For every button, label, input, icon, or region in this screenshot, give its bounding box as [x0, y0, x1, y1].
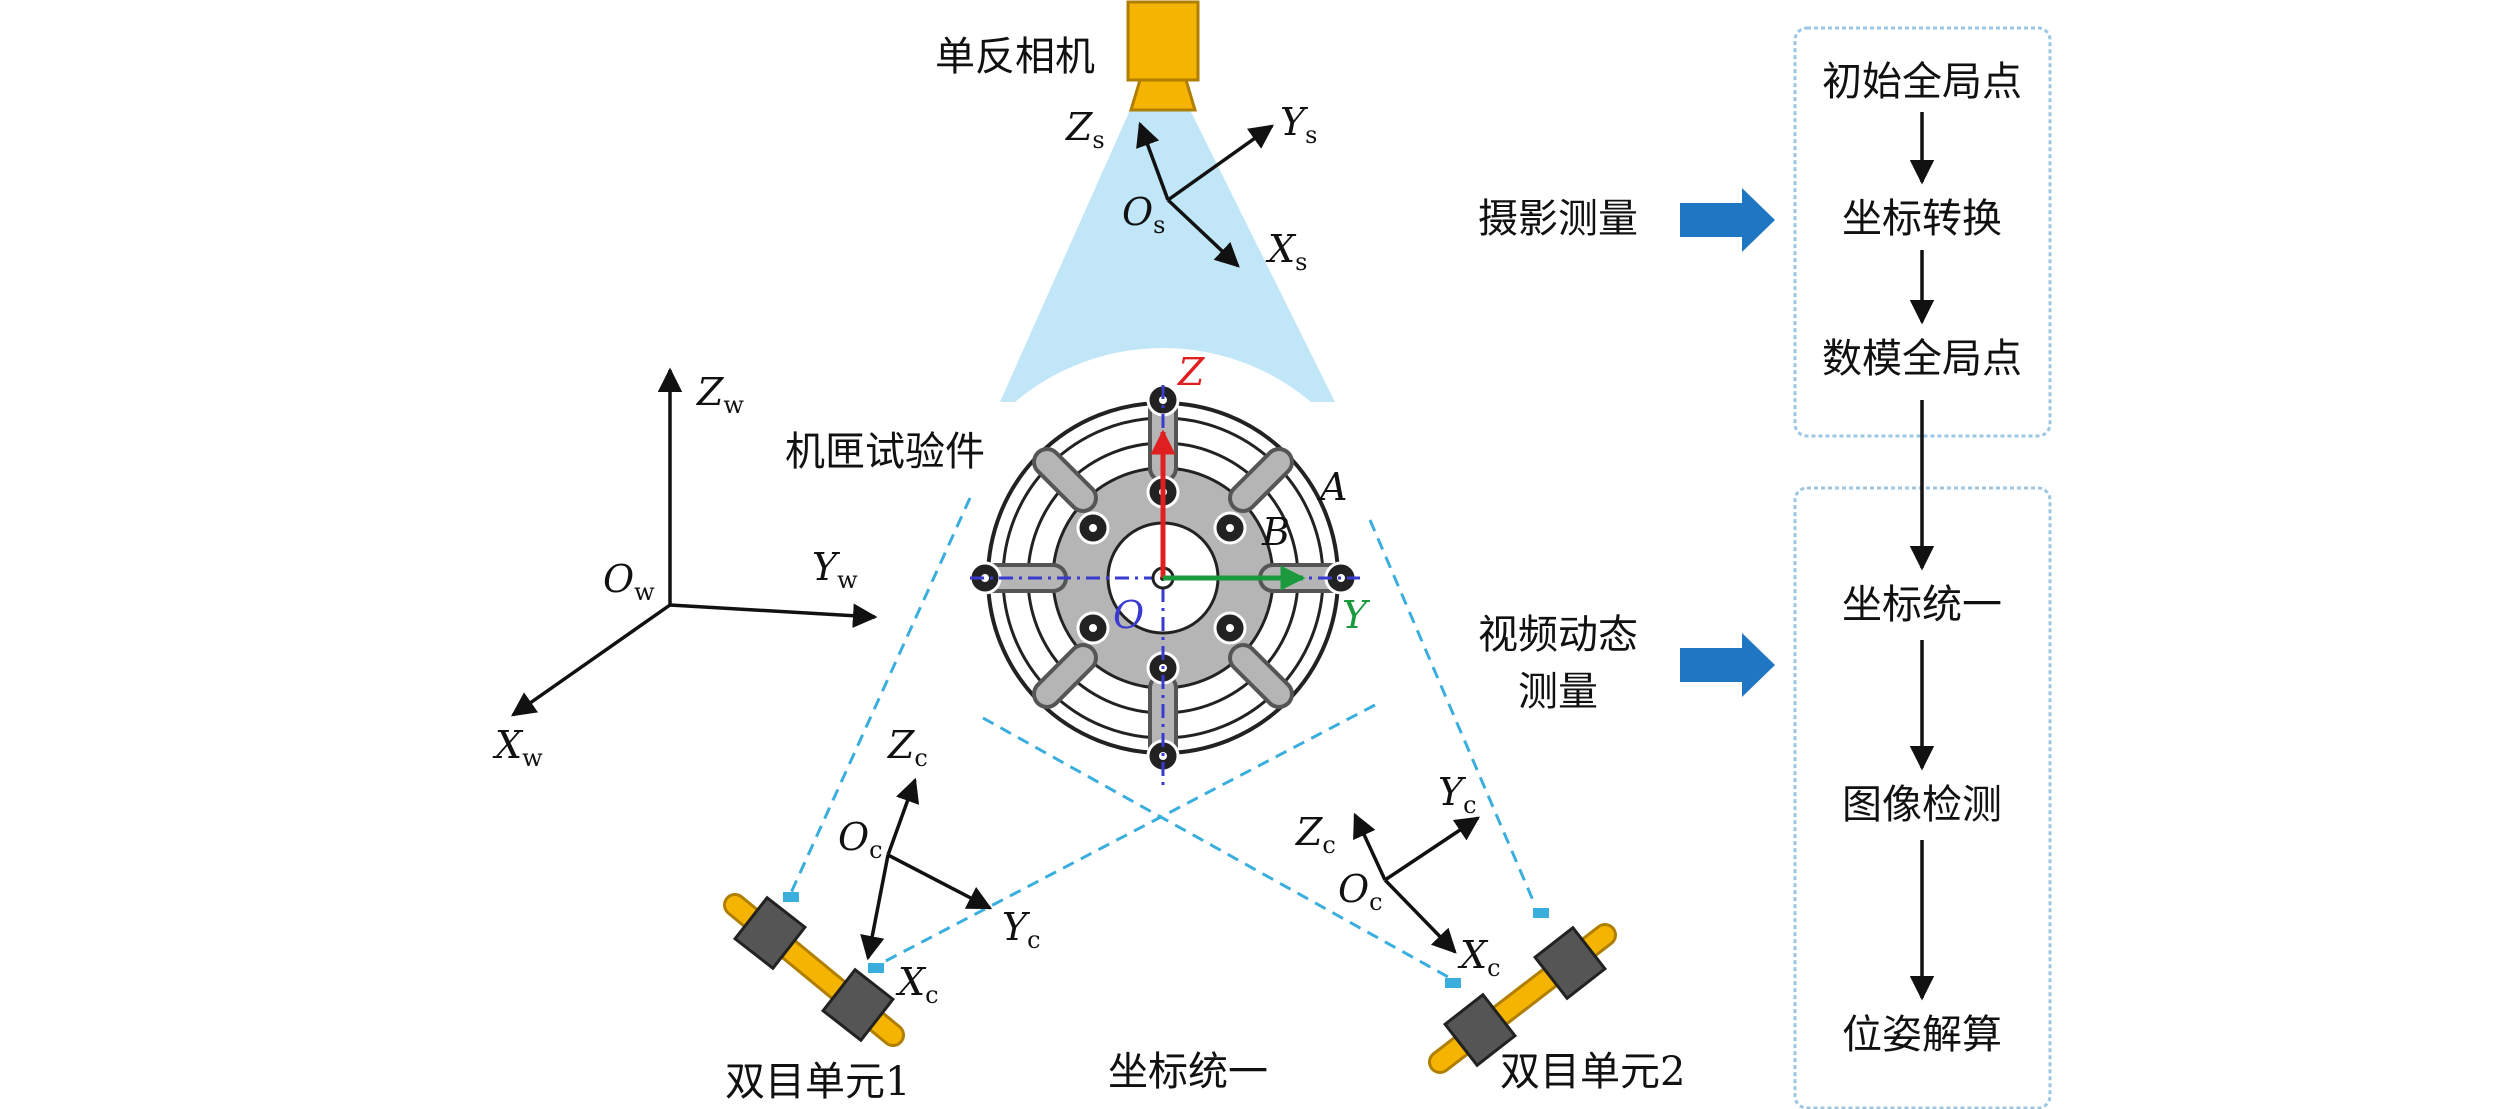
coord-unify-bottom-label: 坐标统一 — [1108, 1049, 1268, 1095]
binocular-2-axis-z: Zc — [1295, 810, 1336, 859]
camera-frame — [1136, 121, 1274, 268]
flow-step-coord-transform: 坐标转换 — [1842, 196, 2002, 242]
camera-label: 单反相机 — [935, 34, 1095, 80]
binocular-1-axis-y: Yc — [1002, 905, 1041, 954]
flow-step-pose-solving: 位姿解算 — [1842, 1012, 2002, 1058]
world-origin: Ow — [603, 557, 655, 606]
camera-fov-cone — [1000, 110, 1335, 402]
slr-camera — [1126, 0, 1200, 112]
world-axis-y: Yw — [812, 545, 858, 594]
specimen-label: 机匣试验件 — [785, 429, 985, 475]
binocular-1-label: 双目单元1 — [725, 1059, 910, 1105]
camera-axis-x: Xs — [1265, 227, 1307, 276]
binocular-2-frame — [1353, 812, 1481, 954]
camera-axis-y: Ys — [1280, 100, 1317, 149]
flow-group-1-box — [1793, 26, 2052, 438]
point-a-label: A — [1317, 465, 1347, 509]
flow-step-image-detection: 图像检测 — [1842, 782, 2002, 828]
photogrammetry-arrow — [1680, 188, 1775, 252]
specimen-axis-z-label: Z — [1177, 350, 1205, 394]
video-measure-arrow — [1680, 633, 1775, 697]
world-frame — [510, 367, 878, 717]
camera-axis-z: Zs — [1065, 105, 1105, 154]
specimen-origin-label: O — [1113, 593, 1144, 637]
world-axis-x: Xw — [492, 723, 543, 772]
binocular-1-axis-z: Zc — [887, 723, 928, 772]
binocular-1-axis-x: Xc — [895, 960, 939, 1009]
flow-step-initial-global-points: 初始全局点 — [1822, 59, 2022, 105]
camera-origin: Os — [1122, 190, 1165, 239]
world-axis-z: Zw — [696, 370, 744, 419]
binocular-2-label: 双目单元2 — [1500, 1049, 1685, 1095]
specimen-axis-y-label: Y — [1342, 593, 1371, 637]
binocular-2-axis-y: Yc — [1438, 770, 1477, 819]
flow-step-model-global-points: 数模全局点 — [1822, 336, 2022, 382]
binocular-unit-1 — [723, 892, 905, 1047]
video-measure-label-1: 视频动态 — [1478, 612, 1638, 658]
video-measure-label-2: 测量 — [1518, 669, 1598, 715]
binocular-unit-2 — [1428, 908, 1617, 1074]
binocular-2-axis-x: Xc — [1457, 933, 1501, 982]
binocular-1-frame — [860, 777, 993, 961]
binocular-2-origin: Oc — [1338, 867, 1383, 916]
view-rays — [788, 497, 1537, 980]
flow-step-coord-unify: 坐标统一 — [1842, 582, 2002, 628]
point-b-label: B — [1261, 510, 1290, 554]
photogrammetry-label: 摄影测量 — [1478, 196, 1638, 242]
binocular-1-origin: Oc — [838, 815, 883, 864]
